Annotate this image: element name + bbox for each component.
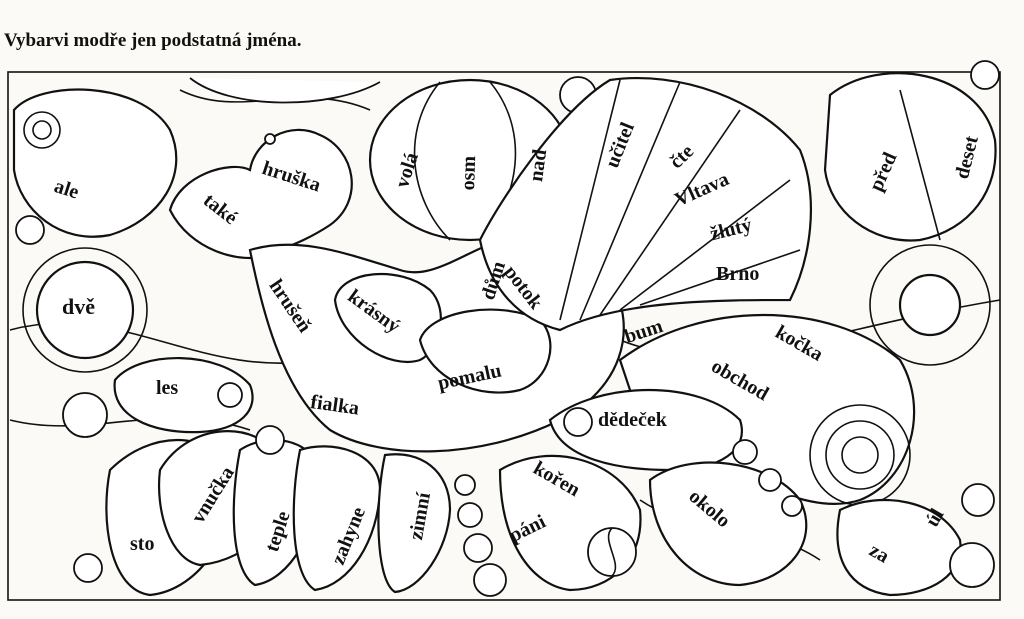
flower-right-petals (869, 244, 991, 366)
bead (949, 542, 995, 588)
word-sto[interactable]: sto (130, 533, 155, 555)
spiral-icon-inner (32, 120, 52, 140)
fan-rib (599, 109, 741, 316)
leaf-ale[interactable] (12, 88, 178, 238)
fan-rib (639, 249, 801, 306)
leaf-right[interactable] (823, 72, 997, 242)
word-les[interactable]: les (156, 377, 179, 399)
bead (15, 215, 45, 245)
bead (961, 483, 995, 517)
spiral-big (841, 436, 879, 474)
bird-head[interactable] (168, 128, 353, 260)
word-dve[interactable]: dvě (62, 294, 95, 319)
bird-eye (264, 133, 276, 145)
word-dedecek[interactable]: dědeček (598, 409, 667, 431)
bead (781, 495, 803, 517)
spiral-big (825, 420, 895, 490)
spiral-icon (23, 111, 61, 149)
flower-left-petals (22, 247, 148, 373)
bead (563, 407, 593, 437)
yin-yang-curve (607, 527, 617, 577)
bead (62, 392, 108, 438)
petal-zahyne[interactable] (292, 445, 382, 592)
instruction-heading: Vybarvi modře jen podstatná jména. (4, 30, 302, 51)
fan-rib (619, 179, 791, 311)
bead (758, 468, 782, 492)
bead (255, 425, 285, 455)
flower-right-center[interactable] (898, 273, 962, 337)
bead (73, 553, 103, 583)
word-brno[interactable]: Brno (716, 263, 760, 285)
bead (970, 60, 1000, 90)
fan-rib (579, 81, 681, 321)
leaf-les[interactable] (113, 357, 254, 434)
ball-seam (413, 81, 451, 241)
fan-rib (559, 79, 621, 321)
top-swag (189, 77, 381, 104)
bead (457, 502, 483, 528)
word-nad[interactable]: nad (525, 147, 552, 183)
leaf-vein (899, 89, 941, 241)
bead (473, 563, 507, 597)
bead (732, 439, 758, 465)
frame (7, 71, 1001, 601)
bead (463, 533, 493, 563)
word-osm[interactable]: osm (457, 155, 481, 191)
bead (217, 382, 243, 408)
leaf-okolo[interactable] (648, 461, 808, 587)
leaf-za[interactable] (836, 498, 962, 597)
wing-pomalu[interactable] (418, 308, 552, 394)
bead (454, 474, 476, 496)
tail-fan[interactable] (478, 76, 813, 332)
petal-zimni[interactable] (377, 453, 452, 594)
flower-left-center[interactable] (35, 260, 135, 360)
